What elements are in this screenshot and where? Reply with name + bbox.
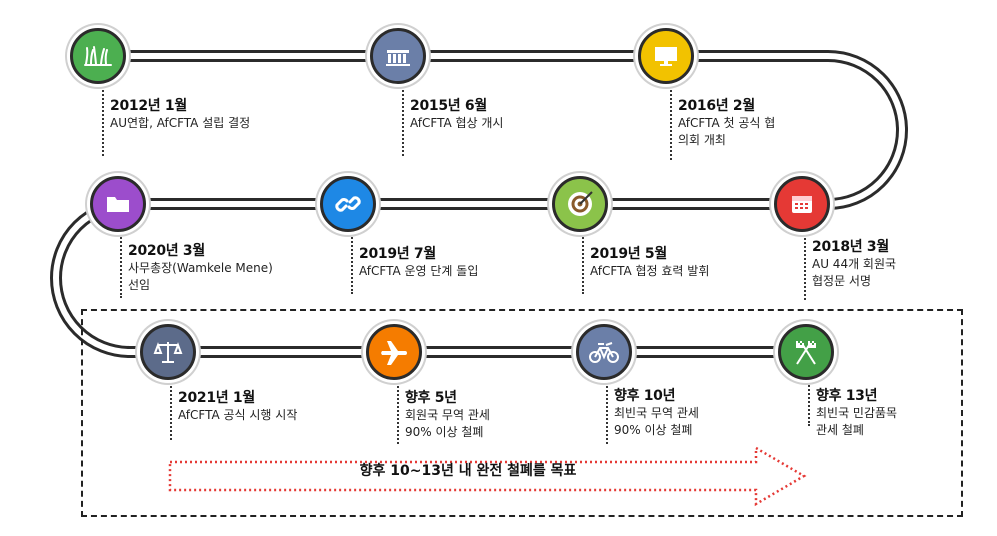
connector-line [670, 86, 672, 160]
connector-line [402, 86, 404, 156]
milestone-label: 2015년 6월 AfCFTA 협상 개시 [410, 97, 580, 132]
milestone-desc: AU연합, AfCFTA 설립 결정 [110, 116, 251, 130]
milestone-date: 향후 10년 [614, 388, 676, 404]
milestone-desc: 의회 개최 [678, 133, 726, 147]
connector-line [397, 382, 399, 444]
milestone-desc: 선임 [128, 278, 151, 292]
milestone-node [140, 324, 196, 380]
milestone-date: 2019년 5월 [590, 246, 667, 262]
milestone-date: 2019년 7월 [359, 246, 436, 262]
milestone-label: 2020년 3월 사무총장(Wamkele Mene) 선임 [128, 242, 298, 294]
milestone-date: 2018년 3월 [812, 239, 889, 255]
milestone-node [552, 176, 608, 232]
milestone-label: 2019년 5월 AfCFTA 협정 효력 발휘 [590, 245, 760, 280]
milestone-label: 향후 10년 최빈국 무역 관세 90% 이상 철폐 [614, 387, 784, 439]
monitor-icon [655, 47, 677, 66]
connector-line [351, 234, 353, 294]
grass-icon [84, 46, 112, 66]
milestone-label: 향후 13년 최빈국 민감품목 관세 철폐 [816, 387, 986, 439]
milestone-node [70, 28, 126, 84]
milestone-date: 2012년 1월 [110, 98, 187, 114]
milestone-desc: AfCFTA 협정 효력 발휘 [590, 264, 710, 278]
milestone-date: 향후 5년 [405, 390, 457, 406]
connector-line [120, 234, 122, 298]
milestone-desc: AfCFTA 운영 단계 돌입 [359, 264, 479, 278]
building-icon [386, 50, 410, 66]
airplane-icon [381, 341, 407, 365]
calendar-icon [792, 196, 812, 213]
milestone-label: 향후 5년 회원국 무역 관세 90% 이상 철폐 [405, 389, 575, 441]
link-icon [335, 196, 361, 212]
folder-icon [107, 197, 129, 212]
milestone-node [774, 176, 830, 232]
milestone-date: 2015년 6월 [410, 98, 487, 114]
milestone-desc: AfCFTA 공식 시행 시작 [178, 408, 298, 422]
target-icon [568, 191, 593, 216]
milestone-date: 2020년 3월 [128, 243, 205, 259]
milestone-label: 2012년 1월 AU연합, AfCFTA 설립 결정 [110, 97, 280, 132]
scales-icon [153, 342, 183, 363]
milestone-date: 2016년 2월 [678, 98, 755, 114]
milestone-label: 2018년 3월 AU 44개 회원국 협정문 서명 [812, 238, 982, 290]
connector-line [606, 382, 608, 444]
milestone-node [576, 324, 632, 380]
connector-line [102, 86, 104, 156]
milestone-date: 2021년 1월 [178, 390, 255, 406]
milestone-node [370, 28, 426, 84]
milestone-desc: AfCFTA 협상 개시 [410, 116, 504, 130]
goal-text: 향후 10~13년 내 완전 철폐를 목표 [359, 463, 577, 479]
finish-flags-icon [796, 341, 816, 365]
milestone-label: 2019년 7월 AfCFTA 운영 단계 돌입 [359, 245, 529, 280]
milestone-label: 2016년 2월 AfCFTA 첫 공식 협 의회 개최 [678, 97, 848, 149]
milestone-node [778, 324, 834, 380]
connector-line [804, 234, 806, 300]
bicycle-icon [589, 342, 619, 363]
milestone-node [638, 28, 694, 84]
future-goals-box [81, 309, 963, 517]
milestone-desc: 최빈국 민감품목 [816, 406, 898, 420]
connector-line [808, 382, 810, 426]
connector-line [582, 234, 584, 294]
milestone-desc: 최빈국 무역 관세 [614, 406, 699, 420]
milestone-desc: 90% 이상 철폐 [614, 423, 693, 437]
milestone-node [366, 324, 422, 380]
milestone-desc: 사무총장(Wamkele Mene) [128, 261, 273, 275]
milestone-desc: AfCFTA 첫 공식 협 [678, 116, 776, 130]
milestone-node [90, 176, 146, 232]
milestone-date: 향후 13년 [816, 388, 878, 404]
milestone-node [320, 176, 376, 232]
milestone-desc: 관세 철폐 [816, 423, 864, 437]
connector-line [170, 382, 172, 440]
milestone-label: 2021년 1월 AfCFTA 공식 시행 시작 [178, 389, 348, 424]
milestone-desc: 90% 이상 철폐 [405, 425, 484, 439]
milestone-desc: 회원국 무역 관세 [405, 408, 490, 422]
milestone-desc: 협정문 서명 [812, 274, 872, 288]
milestone-desc: AU 44개 회원국 [812, 257, 897, 271]
